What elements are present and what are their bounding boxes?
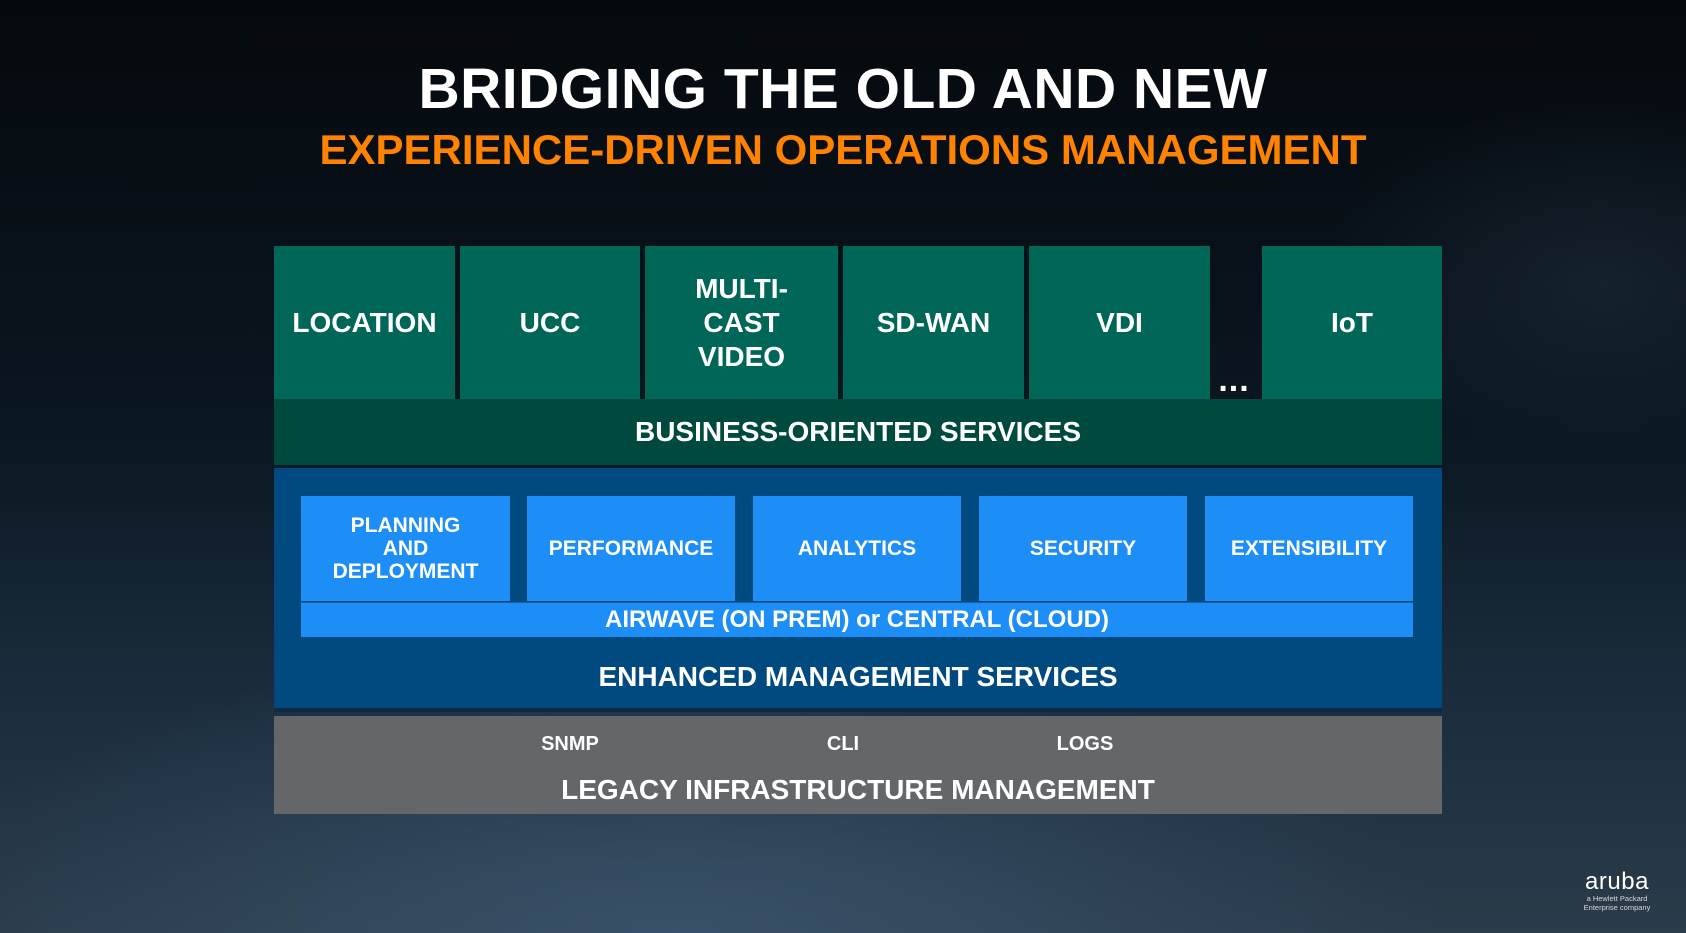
aruba-logo: aruba a Hewlett Packard Enterprise compa… (1572, 868, 1662, 913)
legacy-item-snmp: SNMP (541, 733, 599, 755)
legacy-item-cli: CLI (826, 733, 860, 755)
enhanced-management-label: ENHANCED MANAGEMENT SERVICES (598, 661, 1118, 692)
slide-title: BRIDGING THE OLD AND NEW (418, 57, 1268, 121)
service-tile-location: LOCATION (274, 246, 455, 399)
management-tile-security: SECURITY (979, 496, 1187, 601)
platform-label: AIRWAVE (ON PREM) or CENTRAL (CLOUD) (605, 606, 1109, 633)
legacy-item-logs: LOGS (1056, 733, 1114, 755)
management-tile-analytics: ANALYTICS (753, 496, 961, 601)
logo-wordmark: aruba (1585, 868, 1649, 895)
service-tile-vdi: VDI (1029, 246, 1210, 399)
slide-subtitle: EXPERIENCE-DRIVEN OPERATIONS MANAGEMENT (319, 126, 1367, 173)
legacy-management-label: LEGACY INFRASTRUCTURE MANAGEMENT (561, 774, 1155, 805)
service-tile-ucc: UCC (460, 246, 640, 399)
service-tile-multicast-video: MULTI- CAST VIDEO (645, 246, 838, 399)
service-tile-sd-wan: SD-WAN (843, 246, 1024, 399)
service-tile-iot: IoT (1262, 246, 1442, 399)
business-services-label: BUSINESS-ORIENTED SERVICES (634, 416, 1082, 447)
more-services-ellipsis: ... (1218, 361, 1250, 399)
business-services-band: BUSINESS-ORIENTED SERVICES (274, 399, 1442, 465)
legacy-band (274, 716, 1442, 814)
management-tile-performance: PERFORMANCE (527, 496, 735, 601)
architecture-diagram: LOCATION UCC MULTI- CAST VIDEO SD-WAN VD… (274, 246, 1442, 814)
management-tile-extensibility: EXTENSIBILITY (1205, 496, 1413, 601)
logo-tagline: a Hewlett Packard Enterprise company (1583, 894, 1651, 912)
management-tile-planning: PLANNING AND DEPLOYMENT (301, 496, 510, 601)
platform-bar: AIRWAVE (ON PREM) or CENTRAL (CLOUD) (301, 602, 1413, 637)
